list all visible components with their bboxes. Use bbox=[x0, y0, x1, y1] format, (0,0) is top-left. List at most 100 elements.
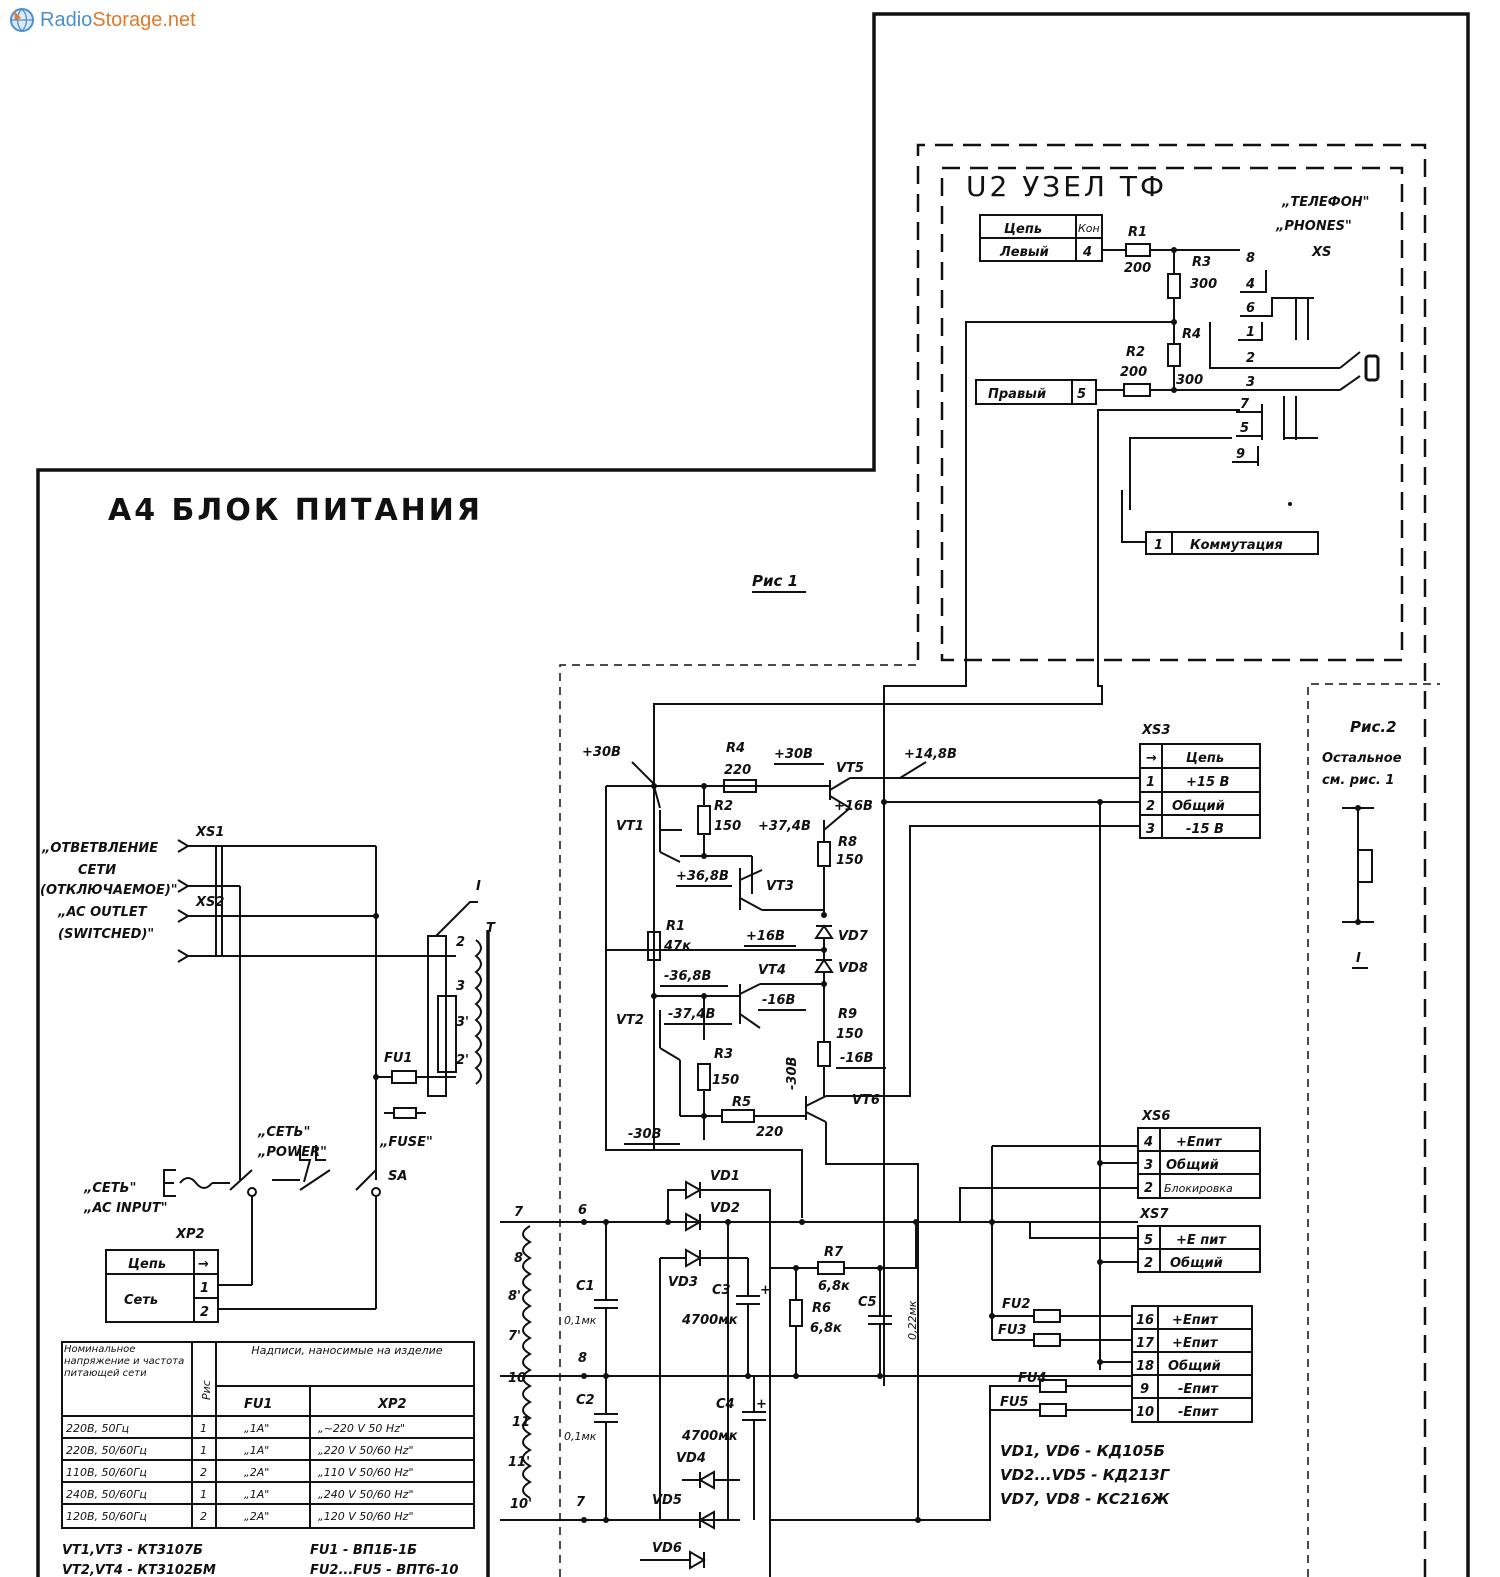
tf-r2: R2 bbox=[1126, 345, 1145, 360]
table-r2-c: „1А" bbox=[244, 1444, 269, 1457]
xs3-row2-n: 2 bbox=[1146, 799, 1155, 814]
sec-n8: 8 bbox=[578, 1351, 587, 1366]
fig2-detail: I bbox=[1342, 805, 1374, 969]
sec-c2: C2 bbox=[576, 1393, 595, 1408]
watermark-logo[interactable]: RadioStorage.net bbox=[8, 6, 196, 34]
c3-plus-icon: + bbox=[760, 1283, 771, 1298]
sec-c4: C4 bbox=[716, 1397, 735, 1412]
note-1: VD1, VD6 - КД105Б bbox=[1000, 1442, 1165, 1460]
reg-vt3: VT3 bbox=[766, 879, 794, 894]
tf-pin-7: 7 bbox=[1240, 397, 1250, 412]
watermark-brand-a: Radio bbox=[40, 8, 93, 31]
reg-v-m368: -36,8В bbox=[664, 969, 711, 984]
tf-phones1: „ТЕЛЕФОН" bbox=[1281, 195, 1369, 210]
table-header-marks: Надписи, наносимые на изделие bbox=[251, 1344, 443, 1357]
table-r5-d: „120 V 50/60 Hz" bbox=[318, 1510, 414, 1523]
bottom-parts-3: VT2,VT4 - КТ3102БМ bbox=[62, 1563, 216, 1577]
out-row2-n: 17 bbox=[1136, 1336, 1155, 1351]
sec-fu5: FU5 bbox=[1000, 1395, 1028, 1410]
mains-xs2: XS2 bbox=[195, 895, 224, 910]
tf-r1-value: 200 bbox=[1124, 261, 1151, 276]
sec-vd5: VD5 bbox=[652, 1493, 682, 1508]
mains-l2: СЕТИ bbox=[78, 863, 116, 878]
sec-tap-8: 8 bbox=[514, 1251, 523, 1266]
reg-r2: R2 bbox=[714, 799, 733, 814]
tf-r3-value: 300 bbox=[1190, 277, 1217, 292]
reg-r1: R1 bbox=[666, 919, 685, 934]
c4-plus-icon: + bbox=[756, 1397, 767, 1412]
xp2-header: Цепь bbox=[128, 1257, 166, 1272]
reg-v-p374: +37,4В bbox=[758, 819, 811, 834]
note-3: VD7, VD8 - КС216Ж bbox=[1000, 1490, 1170, 1508]
note-2: VD2...VD5 - КД213Г bbox=[1000, 1466, 1171, 1484]
globe-icon bbox=[10, 8, 34, 32]
reg-v-p16b: +16В bbox=[746, 929, 785, 944]
sec-c3-value: 4700мк bbox=[681, 1313, 739, 1328]
table-r4-c: „1А" bbox=[244, 1488, 269, 1501]
tf-r2-value: 200 bbox=[1120, 365, 1147, 380]
sec-c1: C1 bbox=[576, 1279, 595, 1294]
tf-pin-5: 5 bbox=[1240, 421, 1249, 436]
bottom-parts-4: FU2...FU5 - ВПТ6-10 bbox=[310, 1563, 458, 1577]
sec-fu4: FU4 bbox=[1018, 1371, 1046, 1386]
sec-r7: R7 bbox=[824, 1245, 844, 1260]
xs3-header: Цепь bbox=[1186, 751, 1224, 766]
reg-vt5: VT5 bbox=[836, 761, 864, 776]
power-block-title: A4 БЛОК ПИТАНИЯ bbox=[108, 493, 483, 528]
mains-fuse2: „POWER" bbox=[257, 1145, 327, 1160]
reg-vt4: VT4 bbox=[758, 963, 786, 978]
xs6-row1-n: 4 bbox=[1143, 1135, 1153, 1150]
reg-v-p368: +36,8В bbox=[676, 869, 729, 884]
table-r3-b: 2 bbox=[200, 1466, 207, 1479]
xp2-pin2: 2 bbox=[200, 1305, 209, 1320]
table-r4-a: 240В, 50/60Гц bbox=[66, 1488, 147, 1501]
xs6-row2-v: Общий bbox=[1166, 1158, 1219, 1173]
out-row1-n: 16 bbox=[1136, 1313, 1154, 1328]
tf-node: Цепь Кон Левый 4 Правый 5 1 Коммутация R… bbox=[653, 195, 1380, 780]
xs7-row2-n: 2 bbox=[1144, 1256, 1153, 1271]
reg-v-m16a: -16В bbox=[762, 993, 795, 1008]
table-r3-d: „110 V 50/60 Hz" bbox=[318, 1466, 414, 1479]
sec-r7-value: 6,8к bbox=[818, 1279, 851, 1294]
sec-c4-value: 4700мк bbox=[681, 1429, 739, 1444]
tf-r4-value: 300 bbox=[1176, 373, 1203, 388]
xp2-arrow-icon: → bbox=[198, 1257, 209, 1272]
reg-v-p30b: +30В bbox=[774, 747, 813, 762]
tf-r4: R4 bbox=[1182, 327, 1201, 342]
tf-pin-4: 4 bbox=[1245, 277, 1255, 292]
out-row1-v: +Eпит bbox=[1172, 1313, 1219, 1328]
table-r2-d: „220 V 50/60 Hz" bbox=[318, 1444, 414, 1457]
tf-switch-pin: 1 bbox=[1154, 538, 1163, 553]
tf-pin-2: 2 bbox=[1246, 351, 1255, 366]
mains-ac1: „СЕТЬ" bbox=[83, 1181, 136, 1196]
tf-pin-8: 8 bbox=[1246, 251, 1255, 266]
sec-c3: C3 bbox=[712, 1283, 731, 1298]
reg-v-m374: -37,4В bbox=[668, 1007, 715, 1022]
tf-pin-1: 1 bbox=[1246, 325, 1255, 340]
mains-fuse3: „FUSE" bbox=[379, 1135, 433, 1150]
sec-tap-11p: 11' bbox=[508, 1455, 530, 1470]
out-row2-v: +Eпит bbox=[1172, 1336, 1219, 1351]
reg-v-m30: -30В bbox=[785, 1057, 800, 1090]
xs7-row1-n: 5 bbox=[1144, 1233, 1153, 1248]
table-r2-b: 1 bbox=[200, 1444, 207, 1457]
reg-r5-value: 220 bbox=[756, 1125, 783, 1140]
bottom-parts-2: FU1 - ВП1Б-1Б bbox=[310, 1543, 417, 1558]
mains-l1: „ОТВЕТВЛЕНИЕ bbox=[41, 841, 158, 856]
reg-vt1: VT1 bbox=[616, 819, 644, 834]
out-row3-v: Общий bbox=[1168, 1359, 1221, 1374]
u2-frame bbox=[559, 143, 1440, 1577]
sec-fu3: FU3 bbox=[998, 1323, 1026, 1338]
xs6-row3-n: 2 bbox=[1144, 1181, 1153, 1196]
reg-v-m16b: -16В bbox=[840, 1051, 873, 1066]
term-i: I bbox=[476, 879, 481, 894]
reg-r8-value: 150 bbox=[836, 853, 863, 868]
reg-r2-value: 150 bbox=[714, 819, 741, 834]
watermark-brand-b: Storage.net bbox=[92, 8, 196, 31]
table-header-fu1: FU1 bbox=[244, 1397, 272, 1412]
tf-r1: R1 bbox=[1128, 225, 1147, 240]
xs6-connector: XS6 4 +Eпит 3 Общий 2 Блокировка bbox=[1137, 1109, 1261, 1199]
sec-tap-11: 11 bbox=[512, 1415, 530, 1430]
mains-ac2: „AC INPUT" bbox=[83, 1201, 168, 1216]
table-r2-a: 220В, 50/60Гц bbox=[66, 1444, 147, 1457]
